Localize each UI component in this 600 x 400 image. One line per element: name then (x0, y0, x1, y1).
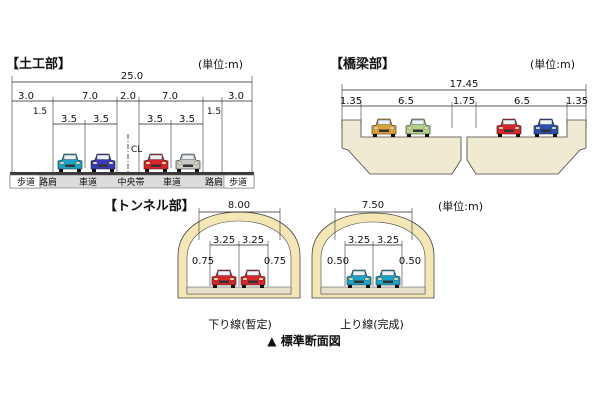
bridge-deck-right (466, 119, 587, 175)
bridge-total-width: 17.45 (450, 79, 479, 90)
earthwork-car-purple (90, 153, 116, 173)
tunnel-up-caption: 上り線(完成) (340, 317, 404, 331)
earthwork-label-sidewalk-left: 歩道 (17, 176, 35, 188)
earthwork-label-carriageway-left: 車道 (79, 176, 97, 188)
earthwork-label-carriageway-right: 車道 (163, 176, 181, 188)
bridge-car-red (496, 118, 522, 138)
bridge-dim-barrier-right: 1.35 (566, 96, 588, 107)
earthwork-lane-1: 3.5 (61, 114, 77, 125)
earthwork-car-silver (175, 153, 201, 173)
bridge-title: 【橋梁部】 (330, 56, 395, 72)
earthwork-dim-carriageway-right: 7.0 (162, 91, 178, 102)
tunnel-up-lane-2: 3.25 (377, 235, 399, 246)
earthwork-lane-2: 3.5 (93, 114, 109, 125)
earthwork-label-median: 中央帯 (117, 176, 144, 188)
earthwork-label-shoulder-right: 路肩 (205, 176, 223, 188)
earthwork-dim-sidewalk-left: 3.0 (18, 91, 34, 102)
tunnel-down-lane-1: 3.25 (213, 235, 235, 246)
tunnel-title: 【トンネル部】 (104, 198, 195, 214)
bridge-car-yellow (371, 118, 397, 138)
earthwork-dim-carriageway-left: 7.0 (82, 91, 98, 102)
earthwork-total-width: 25.0 (121, 71, 143, 82)
bridge-dim-median: 1.75 (453, 96, 475, 107)
earthwork-label-sidewalk-right: 歩道 (229, 176, 247, 188)
bridge-deck-left (341, 119, 462, 175)
tunnel-down-caption: 下り線(暫定) (208, 317, 272, 331)
earthwork-center-mark: CL (131, 145, 142, 155)
tunnel-down-side-right: 0.75 (264, 256, 286, 267)
bridge-car-blue (533, 118, 559, 138)
figure-caption: ▲ 標準断面図 (267, 333, 340, 348)
earthwork-car-teal (57, 153, 83, 173)
bridge-dim-carriageway-right: 6.5 (514, 96, 530, 107)
earthwork-shoulder-left: 1.5 (33, 107, 47, 117)
earthwork-car-red (143, 153, 169, 173)
tunnel-down-width: 8.00 (228, 200, 250, 211)
bridge-dim-carriageway-left: 6.5 (398, 96, 414, 107)
tunnel-down-side-left: 0.75 (192, 256, 214, 267)
tunnel-down-lane-2: 3.25 (242, 235, 264, 246)
tunnel-up-width: 7.50 (362, 200, 384, 211)
earthwork-unit: (単位:m) (198, 57, 243, 71)
earthwork-dim-median: 2.0 (120, 91, 136, 102)
earthwork-shoulder-right: 1.5 (207, 107, 221, 117)
tunnel-unit: (単位:m) (438, 199, 483, 213)
earthwork-label-shoulder-left: 路肩 (39, 176, 57, 188)
earthwork-lane-4: 3.5 (179, 114, 195, 125)
bridge-dim-barrier-left: 1.35 (340, 96, 362, 107)
tunnel-up-lane-1: 3.25 (348, 235, 370, 246)
tunnel-up-side-right: 0.50 (399, 256, 421, 267)
tunnel-up-side-left: 0.50 (327, 256, 349, 267)
bridge-car-green (405, 118, 431, 138)
earthwork-lane-3: 3.5 (147, 114, 163, 125)
bridge-unit: (単位:m) (530, 57, 575, 71)
earthwork-title: 【土工部】 (6, 56, 71, 72)
earthwork-dim-sidewalk-right: 3.0 (228, 91, 244, 102)
